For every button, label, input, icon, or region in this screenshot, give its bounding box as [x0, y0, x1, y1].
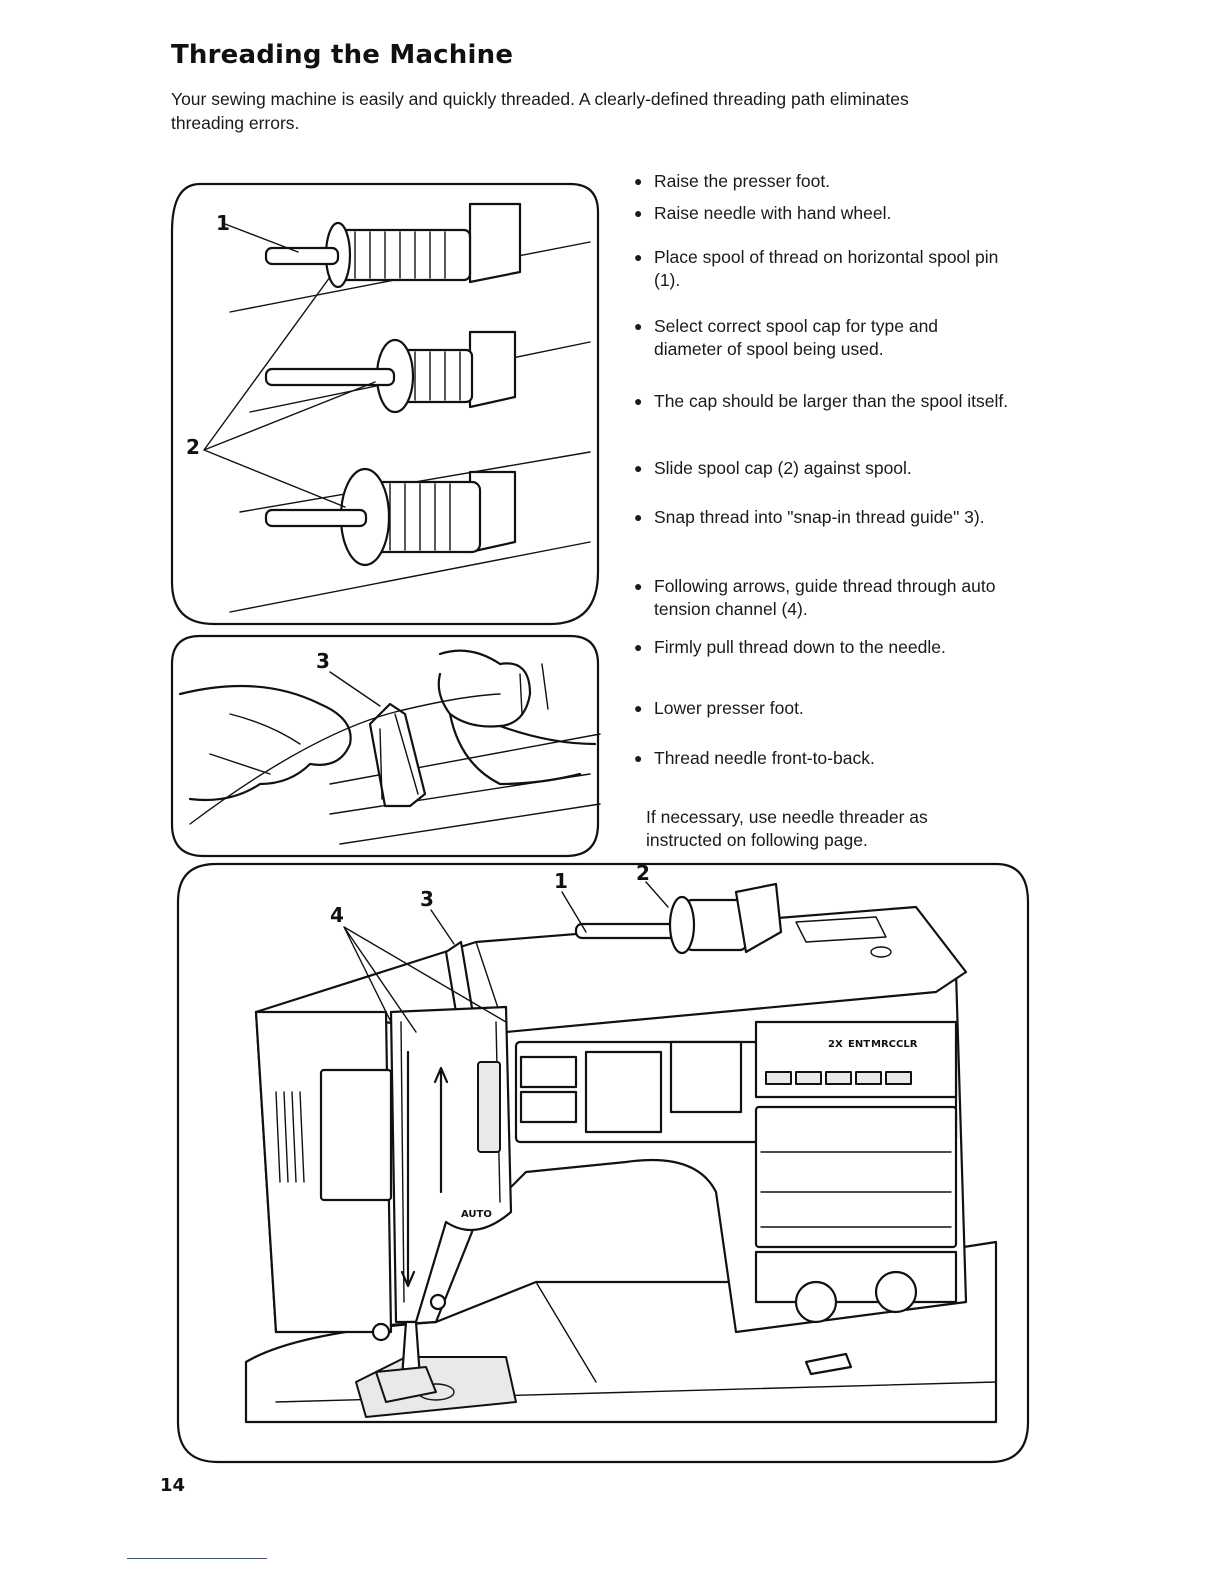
callout-label: 2: [186, 435, 200, 459]
callout-label: 1: [216, 211, 230, 235]
spool-medium-cap: [264, 330, 517, 414]
step-item: ● Raise needle with hand wheel.: [634, 202, 1034, 225]
stitch-panel: [754, 1105, 958, 1324]
step-text: Slide spool cap (2) against spool.: [654, 458, 912, 478]
step-item: ● Thread needle front-to-back.: [634, 747, 1034, 770]
figure-spool-caps: 1 2: [170, 182, 600, 626]
panel-label: ENT: [848, 1039, 870, 1050]
figure-thread-guide: 3: [170, 634, 601, 858]
step-item: ● Select correct spool cap for type and d…: [634, 315, 994, 361]
step-text: Following arrows, guide thread through a…: [654, 576, 996, 619]
page-title: Threading the Machine: [171, 40, 514, 70]
threader-note: If necessary, use needle threader as ins…: [646, 806, 928, 850]
step-item: ● Raise the presser foot.: [634, 170, 1034, 193]
bullet-icon: ●: [634, 173, 643, 189]
step-text: Place spool of thread on horizontal spoo…: [654, 247, 999, 290]
step-item: ● Place spool of thread on horizontal spo…: [634, 246, 1019, 292]
page-number: 14: [160, 1475, 186, 1496]
bullet-icon: ●: [634, 393, 643, 409]
intro-paragraph: Your sewing machine is easily and quickl…: [171, 89, 909, 133]
presser-foot: [371, 1293, 447, 1403]
bullet-icon: ●: [634, 509, 643, 525]
bullet-icon: ●: [634, 460, 643, 476]
spool-large-cap: [264, 467, 517, 567]
step-text: Lower presser foot.: [654, 698, 804, 718]
top-spool: [574, 882, 783, 955]
panel-label: 2X: [828, 1039, 843, 1050]
callout-label: 4: [330, 903, 344, 927]
step-text: Firmly pull thread down to the needle.: [654, 637, 946, 657]
snap-in-thread-guide: [368, 702, 427, 808]
callout-label: 3: [316, 649, 330, 673]
bullet-icon: ●: [634, 700, 643, 716]
footer-rule: [127, 1558, 267, 1559]
bullet-icon: ●: [634, 205, 643, 221]
callout-label: 3: [420, 887, 434, 911]
step-text: Thread needle front-to-back.: [654, 748, 875, 768]
panel-label: CLR: [896, 1039, 918, 1050]
callout-label: 1: [554, 869, 568, 893]
panel-label: MRC: [871, 1039, 896, 1050]
step-item: ● Snap thread into "snap-in thread guide"…: [634, 506, 1009, 529]
step-text: Snap thread into "snap-in thread guide" …: [654, 507, 985, 527]
bullet-icon: ●: [634, 318, 643, 334]
step-item: ● Slide spool cap (2) against spool.: [634, 457, 1034, 480]
step-item: ● Firmly pull thread down to the needle.: [634, 636, 1034, 659]
spool-small-cap: [264, 202, 522, 289]
step-item: ● Following arrows, guide thread through …: [634, 575, 1024, 621]
callout-label: 2: [636, 861, 650, 885]
panel-label: AUTO: [461, 1209, 492, 1220]
bullet-icon: ●: [634, 249, 643, 265]
step-text: Select correct spool cap for type and di…: [654, 316, 939, 359]
step-text: The cap should be larger than the spool …: [654, 391, 1009, 411]
figure-sewing-machine: AUTO 2X ENT MRC CLR 1 2: [176, 861, 1030, 1464]
step-text: Raise the presser foot.: [654, 171, 831, 191]
step-item: ● The cap should be larger than the spool…: [634, 390, 1019, 413]
bullet-icon: ●: [634, 639, 643, 655]
bullet-icon: ●: [634, 750, 643, 766]
bullet-icon: ●: [634, 578, 643, 594]
step-text: Raise needle with hand wheel.: [654, 203, 892, 223]
step-item: ● Lower presser foot.: [634, 697, 1034, 720]
